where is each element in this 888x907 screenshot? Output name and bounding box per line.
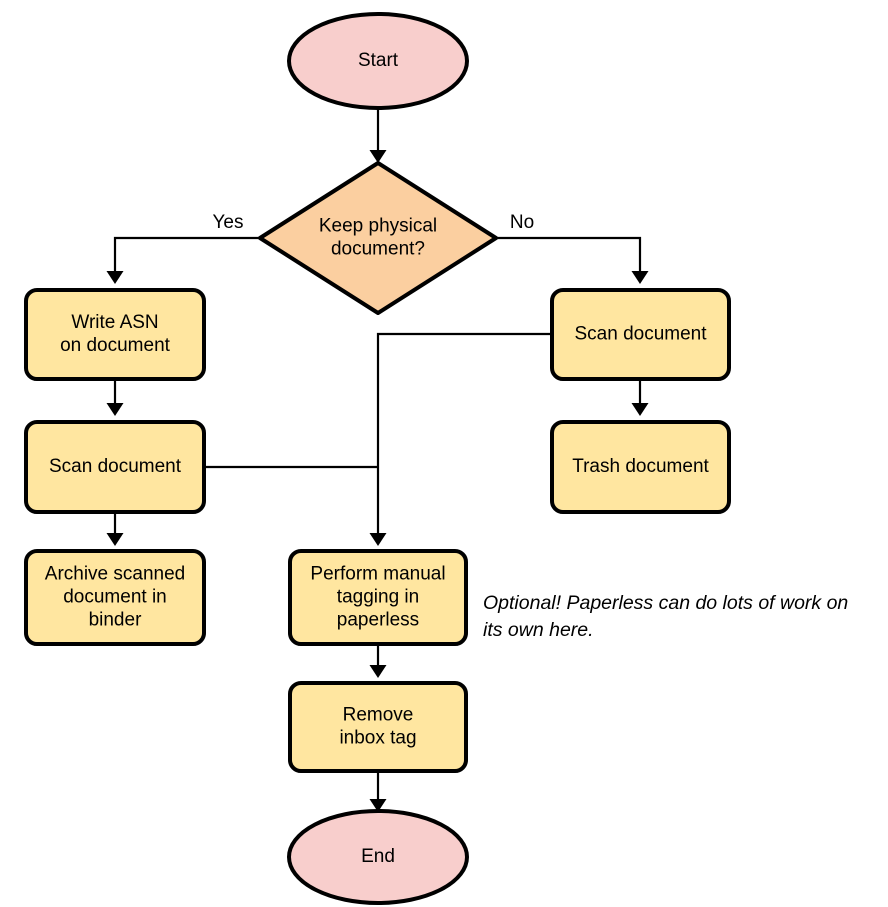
terminator-shape[interactable] xyxy=(287,12,469,110)
note-line: its own here. xyxy=(483,619,594,641)
edge-arrowhead xyxy=(631,271,649,284)
node-label: binder xyxy=(89,610,142,631)
edge-remove-inbox-to-end xyxy=(369,771,387,812)
node-label: on document xyxy=(60,335,171,356)
edge-line xyxy=(113,236,260,275)
node-label: Write ASN xyxy=(71,312,158,333)
node-label: Remove xyxy=(343,705,414,726)
node-label: Scan document xyxy=(574,324,707,345)
node-label: document in xyxy=(63,587,167,608)
edge-arrowhead xyxy=(369,533,387,546)
edge-arrowhead xyxy=(369,665,387,678)
edge-scan-right-to-trash xyxy=(631,379,649,416)
process-shape[interactable] xyxy=(550,420,731,514)
terminator-shape[interactable] xyxy=(287,809,469,905)
edge-decision-yes-to-write-asn: Yes xyxy=(106,212,260,284)
node-label: document? xyxy=(331,239,425,260)
edge-manual-tagging-to-remove-inbox xyxy=(369,644,387,678)
process-shape[interactable] xyxy=(24,420,206,514)
node-label: Perform manual xyxy=(310,564,445,585)
edge-scan-left-to-archive xyxy=(106,512,124,546)
edge-arrowhead xyxy=(369,150,387,163)
decision-shape[interactable] xyxy=(258,161,498,315)
node-label: Archive scanned xyxy=(45,564,185,585)
node-start[interactable]: Start xyxy=(287,12,469,110)
edge-decision-no-to-scan-right: No xyxy=(496,212,649,284)
edge-write-asn-to-scan-left xyxy=(106,379,124,416)
node-scan-right[interactable]: Scan document xyxy=(550,288,731,381)
edge-start-to-decision xyxy=(369,108,387,163)
edge-arrowhead xyxy=(631,403,649,416)
edge-scan-right-to-manual-tagging xyxy=(369,332,552,546)
edges-layer: Yes No xyxy=(106,108,649,812)
notes-layer: Optional! Paperless can do lots of work … xyxy=(483,592,848,641)
node-label: tagging in xyxy=(337,587,419,608)
note-line: Optional! Paperless can do lots of work … xyxy=(483,592,848,614)
node-label: Start xyxy=(358,50,399,71)
edge-label-decision-no-to-scan-right: No xyxy=(510,212,534,233)
process-shape[interactable] xyxy=(288,549,468,646)
process-shape[interactable] xyxy=(24,288,206,381)
edge-arrowhead xyxy=(106,533,124,546)
node-label: End xyxy=(361,846,395,867)
edge-arrowhead xyxy=(106,271,124,284)
node-label: Trash document xyxy=(572,456,709,477)
edge-arrowhead xyxy=(369,799,387,812)
node-label: paperless xyxy=(337,610,419,631)
node-trash[interactable]: Trash document xyxy=(550,420,731,514)
edge-label-decision-yes-to-write-asn: Yes xyxy=(213,212,244,233)
edge-line xyxy=(376,332,552,537)
node-label: inbox tag xyxy=(339,728,416,749)
process-shape[interactable] xyxy=(288,681,468,773)
node-scan-left[interactable]: Scan document xyxy=(24,420,206,514)
process-shape[interactable] xyxy=(550,288,731,381)
node-end[interactable]: End xyxy=(287,809,469,905)
node-label: Scan document xyxy=(49,456,182,477)
edge-arrowhead xyxy=(106,403,124,416)
edge-line xyxy=(496,236,642,275)
note-optional-note: Optional! Paperless can do lots of work … xyxy=(483,592,848,641)
process-shape[interactable] xyxy=(24,549,206,646)
node-label: Keep physical xyxy=(319,216,437,237)
